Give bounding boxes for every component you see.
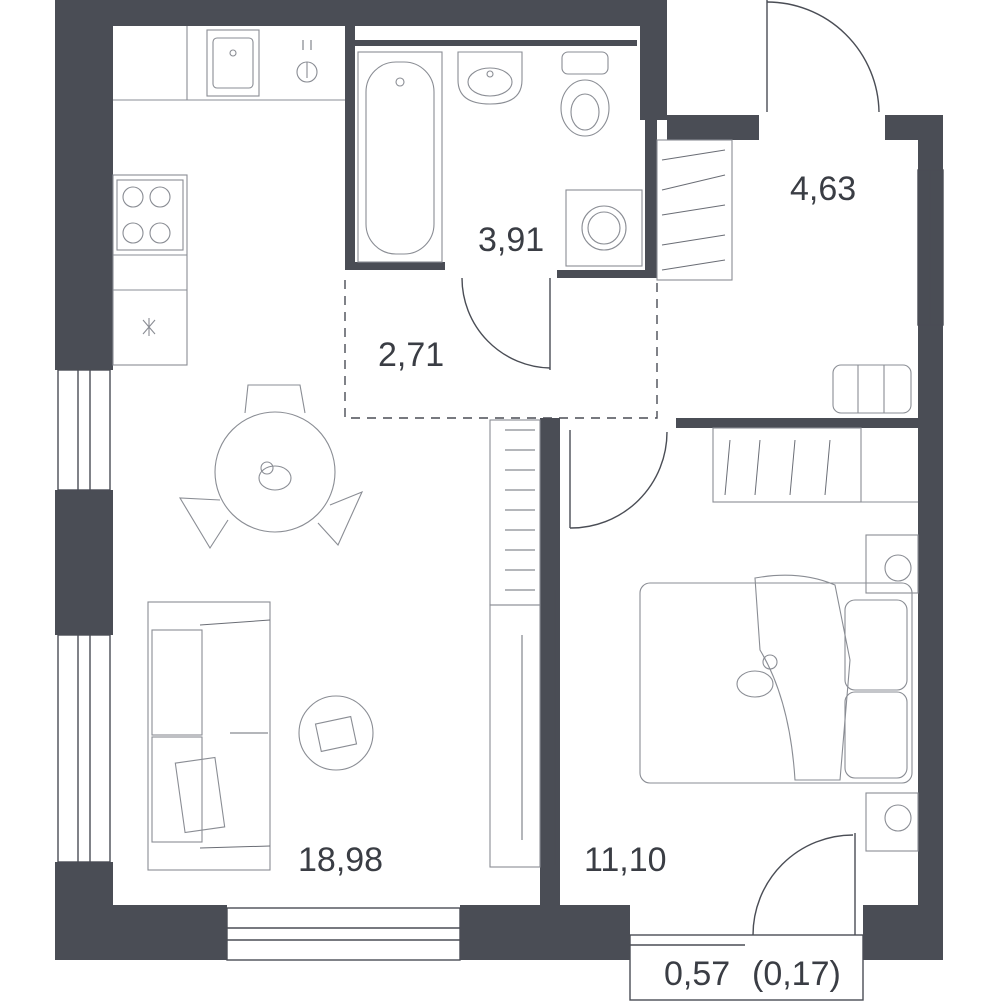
doors (344, 0, 880, 936)
kitchen (112, 26, 345, 366)
area-hall: 2,71 (378, 336, 444, 374)
sink-icon (206, 29, 260, 97)
storage (656, 139, 912, 414)
dining-table-icon (178, 384, 364, 550)
windows (57, 169, 944, 1001)
nightstand-top-icon (865, 534, 919, 594)
faucet-icon (296, 40, 318, 83)
cat-icon (258, 461, 292, 491)
area-living: 18,98 (298, 841, 383, 879)
area-bathroom: 3,91 (478, 221, 544, 259)
dog-icon (736, 654, 778, 698)
asterisk-icon (142, 318, 156, 336)
washing-machine-icon (565, 189, 643, 267)
area-balcony-reduced: (0,17) (752, 955, 841, 993)
stove-icon (116, 179, 184, 251)
bed-icon (639, 574, 913, 784)
wardrobe (489, 419, 541, 868)
area-storage: 4,63 (790, 170, 856, 208)
area-balcony: 0,57 (664, 955, 730, 993)
radiator-icon (832, 364, 912, 414)
nightstand-bottom-icon (865, 792, 919, 852)
bathtub-icon (357, 51, 443, 263)
toilet-icon (560, 51, 610, 137)
sofa-icon (147, 601, 271, 871)
living-room (147, 384, 541, 871)
bedroom (554, 427, 919, 865)
area-bedroom: 11,10 (584, 841, 667, 879)
bathroom (357, 51, 643, 267)
walls (55, 0, 943, 960)
bedroom-wardrobe (712, 427, 918, 503)
area-labels: 18,98 11,10 2,71 3,91 4,63 0,57 (0,17) (298, 170, 856, 993)
coffee-table-icon (298, 695, 374, 771)
washbasin-icon (457, 51, 523, 105)
